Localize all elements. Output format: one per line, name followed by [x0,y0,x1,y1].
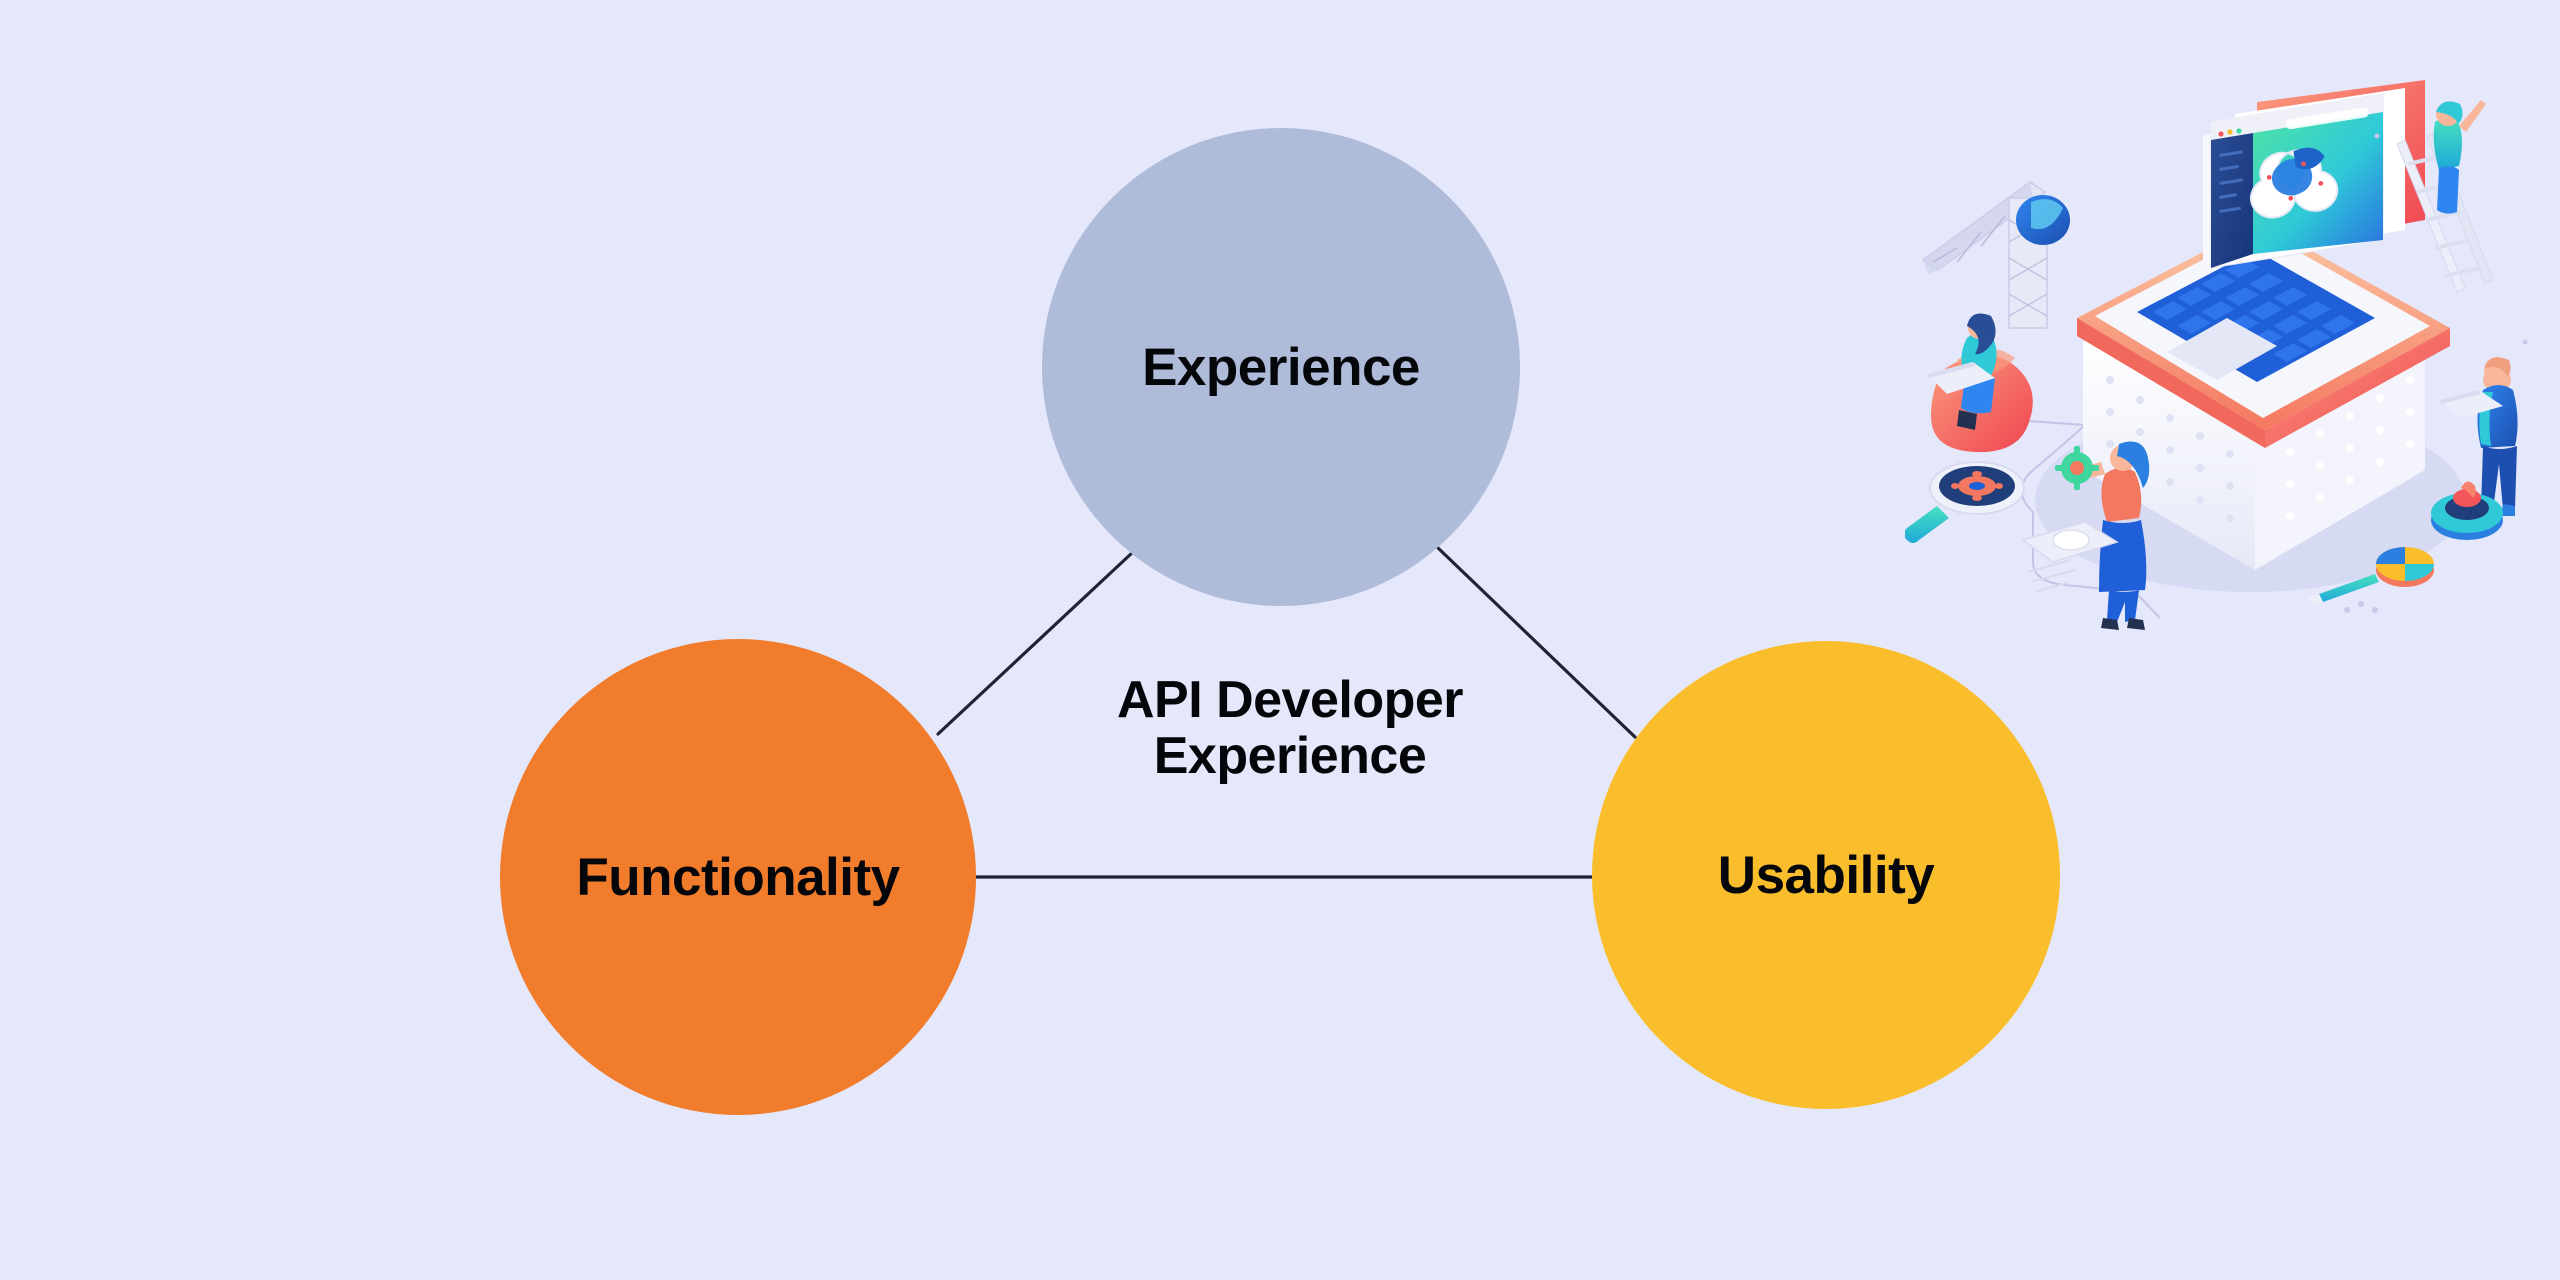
node-functionality-label: Functionality [576,847,900,907]
person-on-beanbag [1927,313,2033,453]
laptop-screen [2203,80,2425,269]
person-on-ladder [2433,100,2486,214]
connector-experience-usability [1435,545,1637,739]
gear-icon [2055,446,2099,490]
node-usability-label: Usability [1717,845,1935,905]
node-experience[interactable]: Experience [1042,128,1520,606]
isometric-api-development-illustration [1905,80,2528,630]
decorative-dots [2344,133,2528,613]
document-icon [2021,521,2119,593]
pencil-icon [2307,574,2379,606]
center-caption: API Developer Experience [1116,671,1464,786]
construction-crane-icon [1921,181,2070,329]
connector-functionality-experience [936,550,1135,736]
laptop-body [2077,222,2450,448]
push-button-icon [2431,481,2503,540]
pie-chart-icon [2376,547,2434,587]
devops-infinity-icon [2249,147,2339,219]
node-usability[interactable]: Usability [1592,641,2060,1109]
node-functionality[interactable]: Functionality [500,639,976,1115]
magnifying-glass-icon [1905,461,2025,543]
laptop-keyboard [2137,250,2375,382]
node-experience-label: Experience [1142,337,1420,397]
